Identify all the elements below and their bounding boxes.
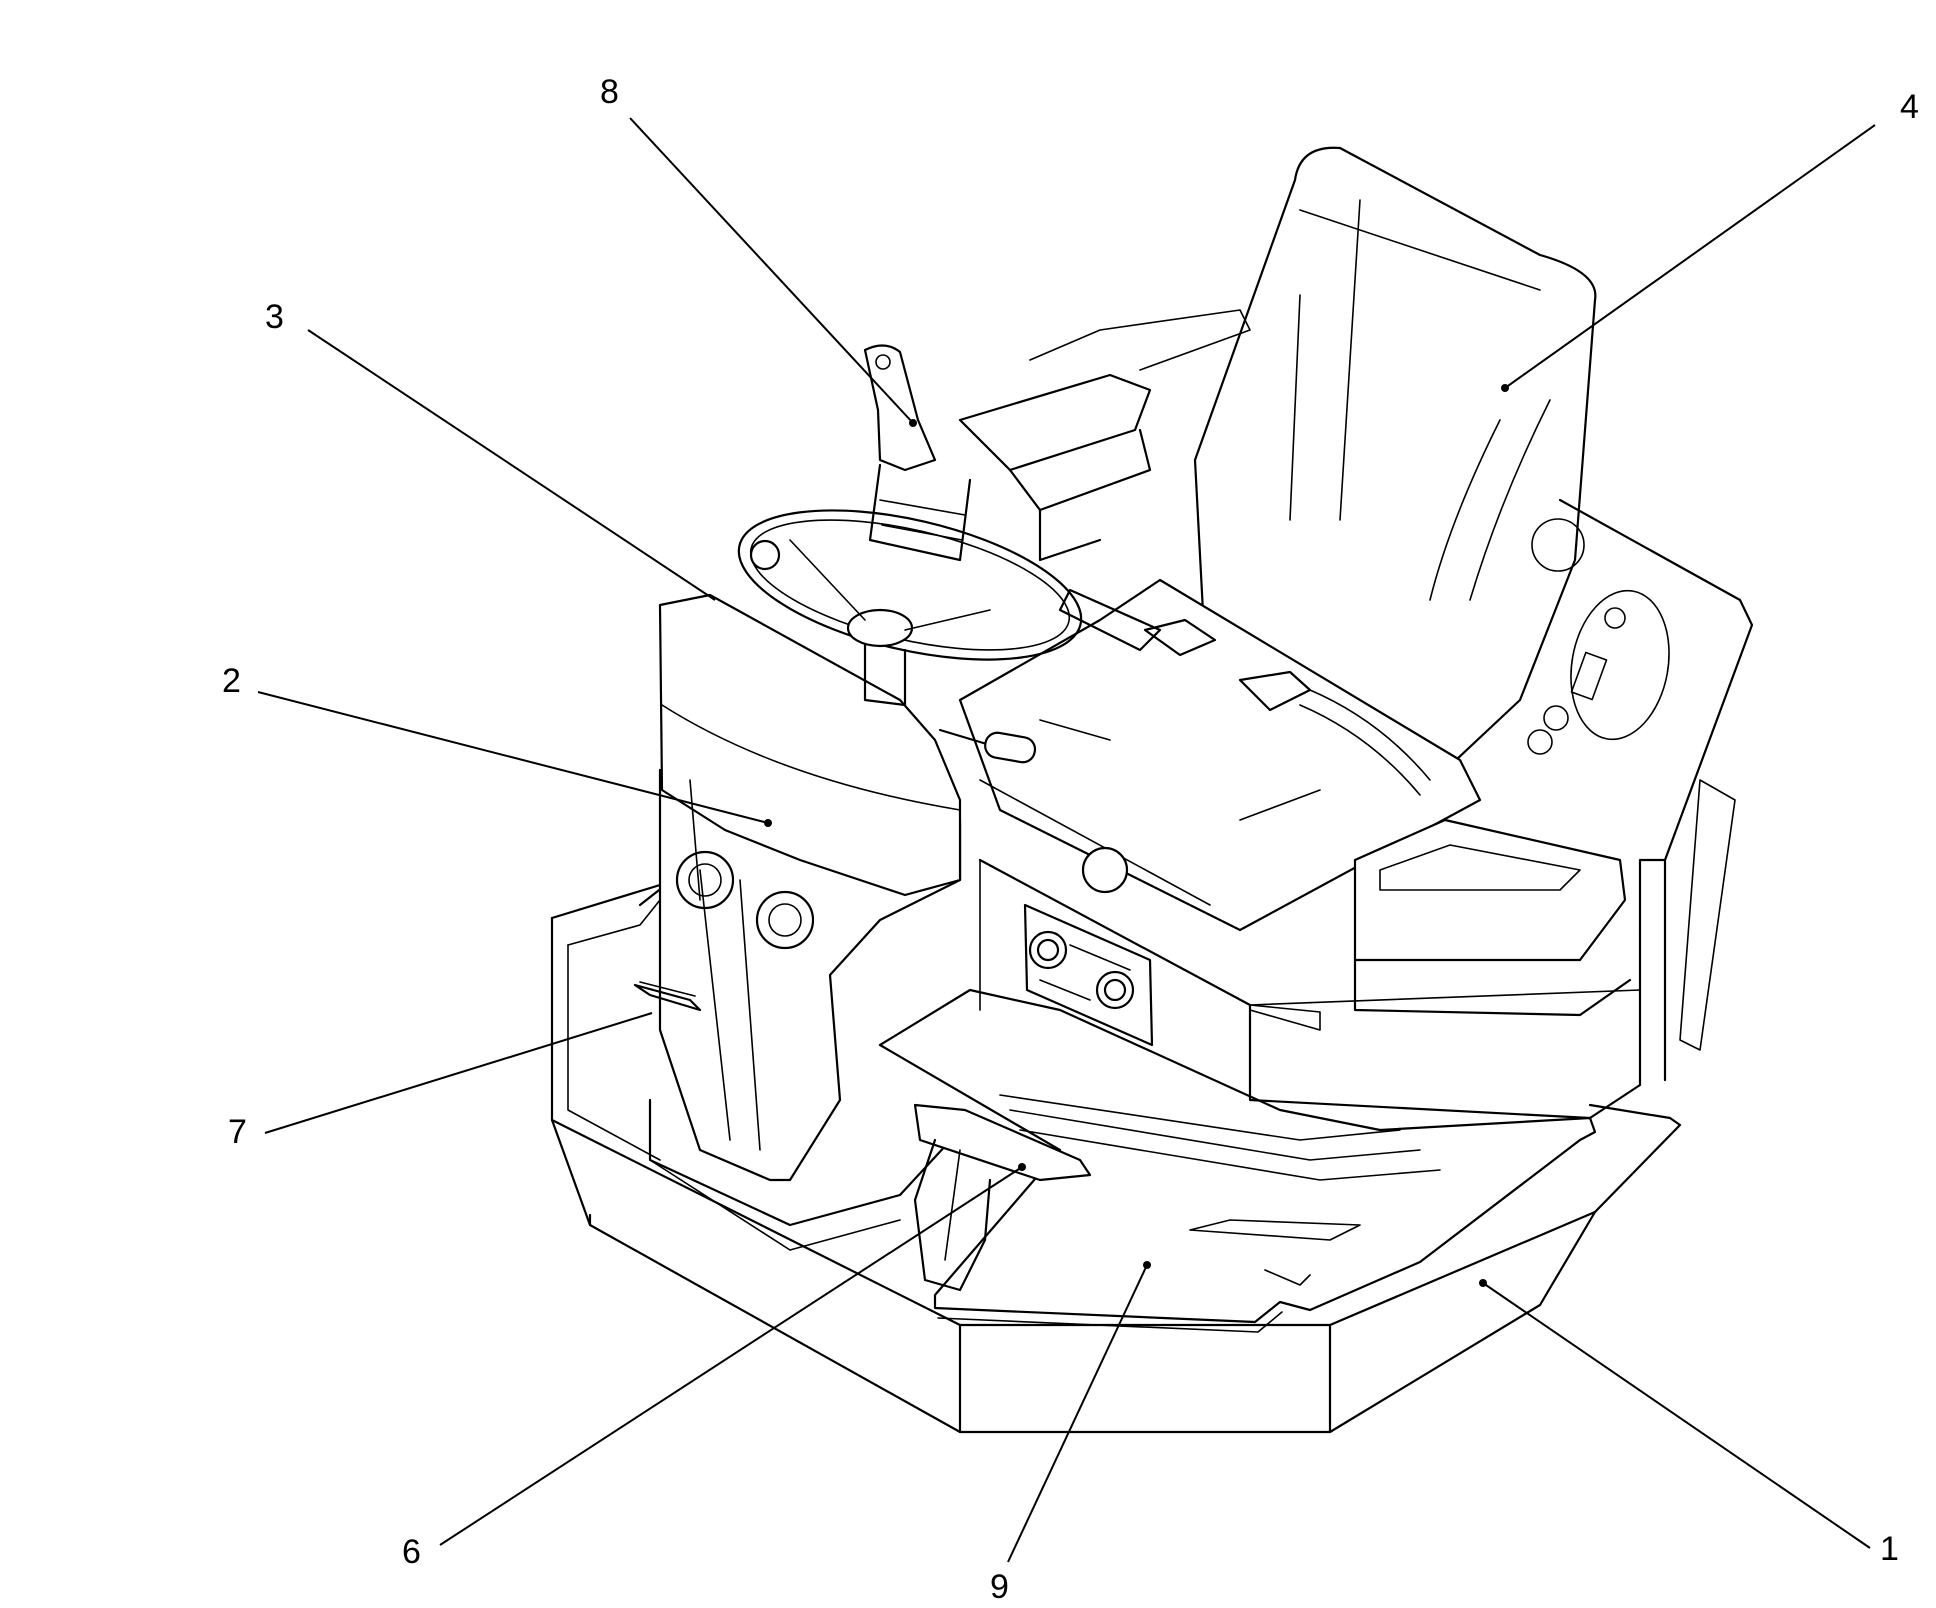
leader-line-7 [264, 1012, 653, 1134]
leader-dot-8 [909, 419, 917, 427]
callout-label-8: 8 [600, 73, 619, 111]
leader-line-2 [257, 691, 769, 824]
callout-label-4: 4 [1900, 88, 1919, 126]
callouts: 1 2 3 4 6 7 8 9 [222, 73, 1919, 1606]
callout-label-7: 7 [228, 1113, 247, 1151]
steering-column-dash [648, 593, 962, 1251]
leader-line-8 [629, 117, 914, 424]
leader-dot-4 [1501, 384, 1509, 392]
callout-label-2: 2 [222, 662, 241, 700]
left-lever [633, 981, 702, 1012]
callout-label-3: 3 [265, 298, 284, 336]
leader-dot-2 [764, 819, 772, 827]
leader-dot-6 [1018, 1163, 1026, 1171]
leader-line-4 [1504, 124, 1876, 389]
leader-dot-1 [1479, 1279, 1487, 1287]
callout-label-1: 1 [1880, 1530, 1899, 1568]
callout-label-6: 6 [402, 1533, 421, 1571]
leader-line-1 [1482, 1282, 1871, 1549]
leader-line-6 [439, 1166, 1023, 1546]
leader-dot-9 [1143, 1261, 1151, 1269]
operator-seat [958, 146, 1597, 932]
platform-base [550, 856, 1682, 1434]
seat-console-box [978, 858, 1642, 1120]
right-side-panel [1353, 498, 1754, 1082]
floor-mat [878, 988, 1597, 1333]
callout-label-9: 9 [990, 1568, 1009, 1606]
leader-line-9 [1007, 1264, 1148, 1563]
turn-signal-stalk [938, 728, 1129, 894]
joystick-lever [863, 309, 1251, 562]
steering-wheel [737, 509, 1083, 707]
foot-pedal [913, 1103, 1092, 1292]
leader-line-3 [307, 329, 716, 601]
